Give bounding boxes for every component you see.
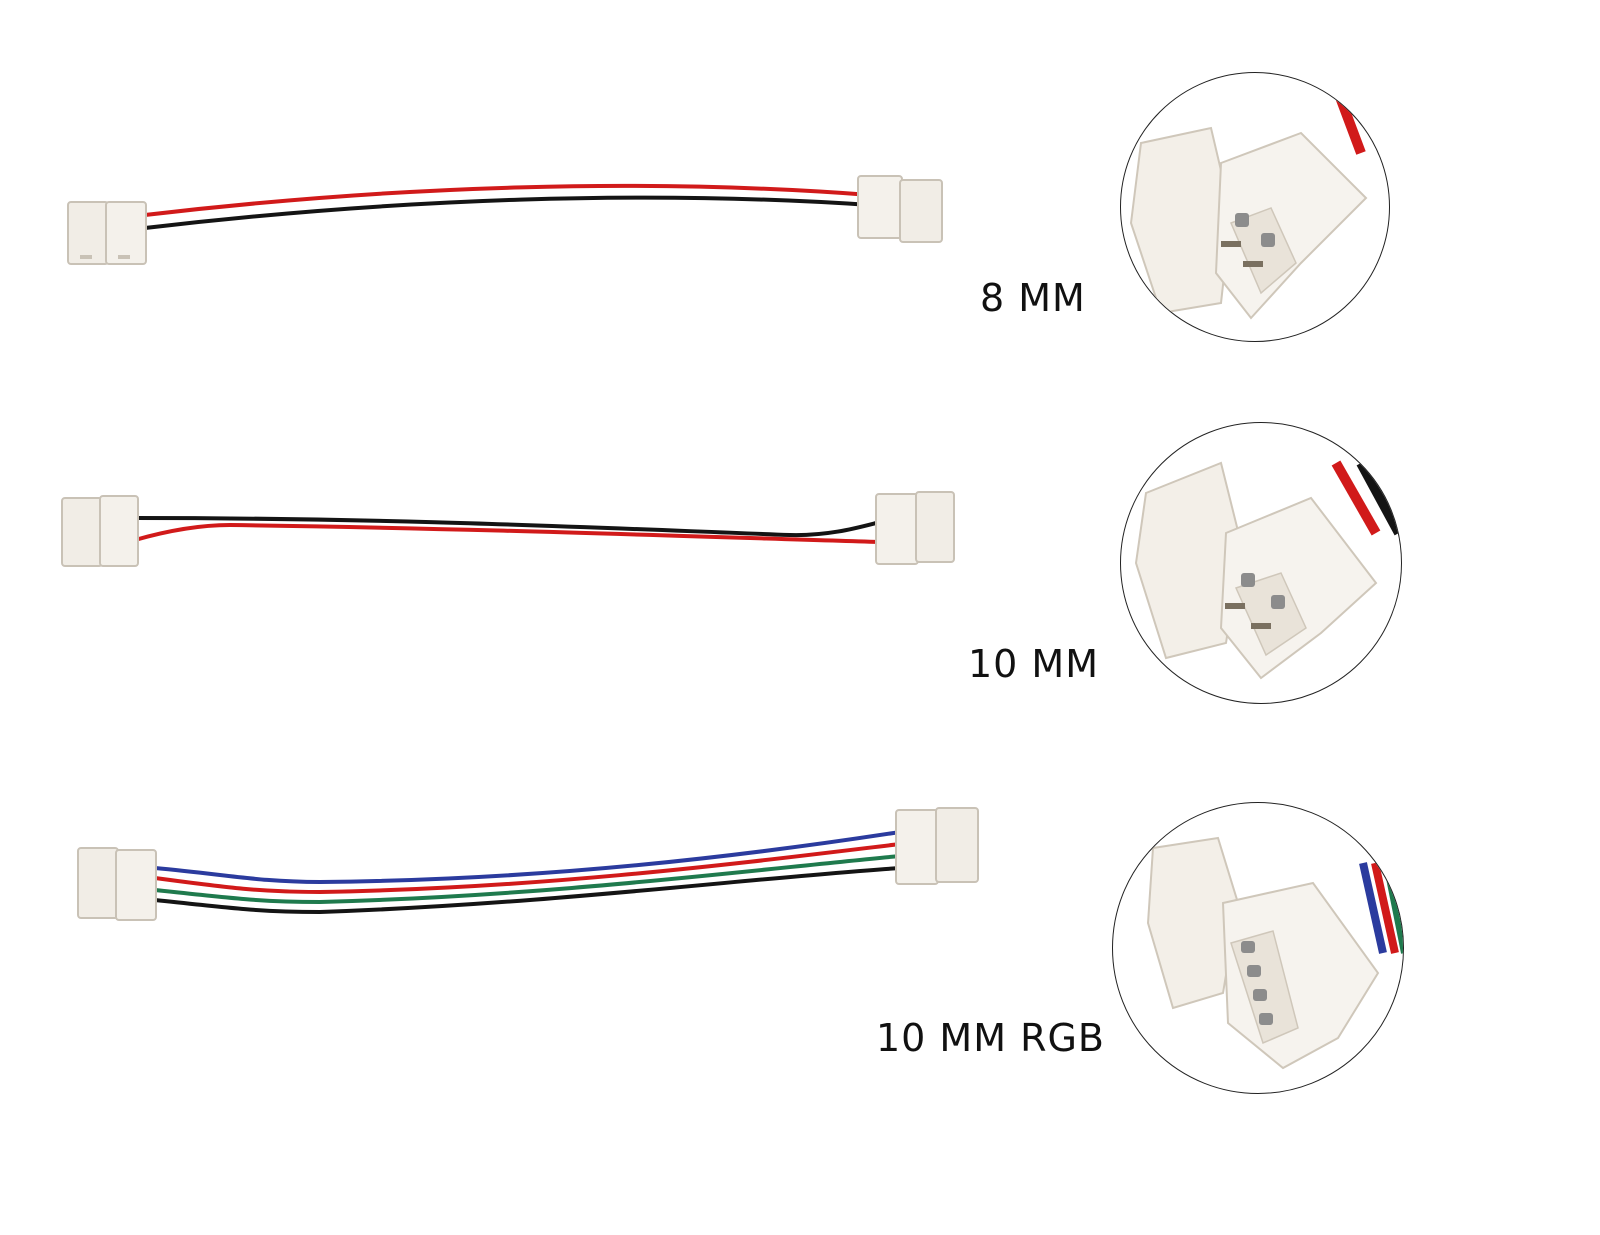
wire-blue [154, 830, 901, 885]
wire-black [134, 516, 881, 538]
connector-right [875, 491, 955, 565]
connector-closeup-8mm [1120, 72, 1390, 342]
wire-black [144, 195, 871, 230]
connector-closeup-10mm-rgb [1112, 802, 1404, 1094]
wire-black [154, 866, 901, 915]
size-label-10mm-rgb: 10 MM RGB [876, 1016, 1106, 1060]
wire-red [134, 522, 881, 544]
product-row-10mm: 10 MM [0, 380, 1600, 720]
wire-green [154, 854, 901, 905]
cable-8mm [67, 175, 943, 265]
cable-10mm-rgb [77, 807, 979, 921]
product-row-8mm: 8 MM [0, 0, 1600, 360]
wire-red [154, 842, 901, 895]
product-row-10mm-rgb: 10 MM RGB [0, 780, 1600, 1120]
connector-right [895, 807, 979, 885]
connector-right [857, 175, 943, 243]
wire-red [144, 183, 871, 217]
cable-10mm [61, 491, 955, 567]
connector-left [61, 495, 139, 567]
connector-closeup-10mm [1120, 422, 1402, 704]
size-label-10mm: 10 MM [968, 642, 1100, 686]
connector-left [67, 201, 147, 265]
size-label-8mm: 8 MM [980, 276, 1086, 320]
connector-left [77, 847, 157, 921]
